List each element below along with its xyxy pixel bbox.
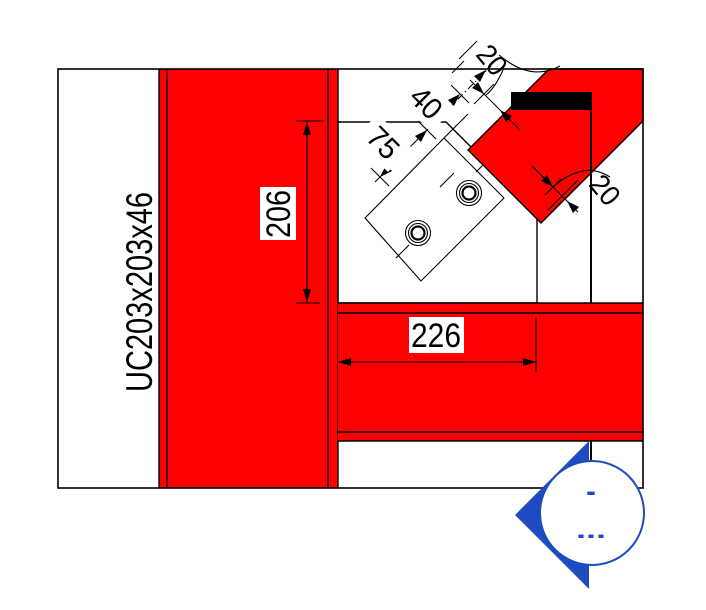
column-part[interactable] <box>158 69 339 488</box>
thickness-dimension-lower[interactable] <box>531 165 611 213</box>
bolt-group[interactable] <box>404 179 483 247</box>
section-mark-sheet: --- <box>576 521 606 549</box>
dimension-206[interactable]: 206 <box>260 120 324 304</box>
bolt-upper[interactable] <box>455 179 483 207</box>
beam-part[interactable] <box>338 302 643 442</box>
column-profile-label: UC203x203x46 <box>119 192 160 392</box>
svg-text:226: 226 <box>411 317 461 355</box>
view-border <box>57 68 644 489</box>
section-mark-bubble <box>539 460 645 566</box>
bolt-lower[interactable] <box>404 219 432 247</box>
svg-text:206: 206 <box>260 190 298 238</box>
dimension-226[interactable]: 226 <box>338 317 537 372</box>
weld-mark <box>511 92 592 110</box>
section-mark-symbol[interactable]: - --- <box>515 441 645 589</box>
section-mark-name: - <box>584 478 598 506</box>
svg-text:UC203x203x46: UC203x203x46 <box>119 192 160 392</box>
